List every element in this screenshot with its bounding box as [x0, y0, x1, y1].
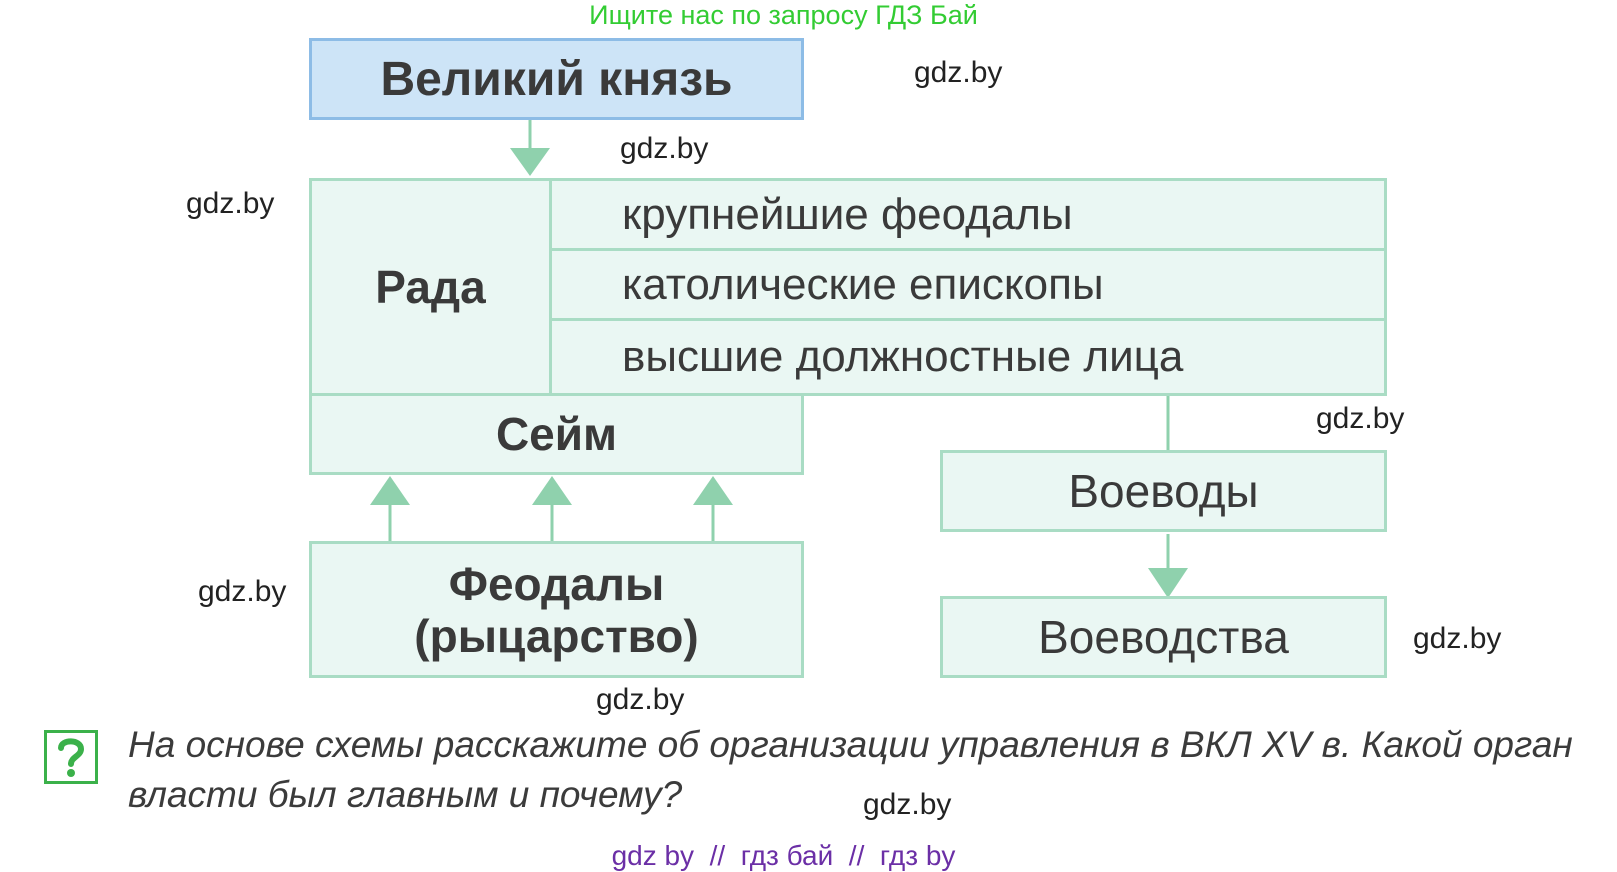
rada-members: крупнейшие феодалы католические епископы… [549, 181, 1384, 393]
watermark: gdz.by [1316, 402, 1405, 435]
grand-prince-box: Великий князь [309, 38, 804, 120]
rada-member-row: католические епископы [552, 251, 1384, 321]
rada-member-label: крупнейшие феодалы [622, 189, 1073, 239]
question-text: На основе схемы расскажите об организаци… [128, 720, 1573, 820]
voivodes-box: Воеводы [940, 450, 1387, 532]
feudals-label: Феодалы [448, 557, 665, 610]
feudals-sublabel: (рыцарство) [414, 609, 699, 662]
question-line: власти был главным и почему? [128, 774, 683, 815]
rada-box: Рада крупнейшие феодалы католические епи… [309, 178, 1387, 396]
watermark: gdz.by [596, 683, 685, 716]
rada-member-label: католические епископы [622, 259, 1104, 309]
search-hint: Ищите нас по запросу ГДЗ Бай [589, 0, 978, 30]
watermark: gdz.by [1413, 622, 1502, 655]
question-line: На основе схемы расскажите об организаци… [128, 724, 1573, 765]
feudals-box: Феодалы (рыцарство) [309, 541, 804, 678]
watermark: gdz.by [914, 56, 1003, 89]
rada-member-row: высшие должностные лица [552, 321, 1384, 393]
rada-label: Рада [375, 261, 486, 313]
voivodes-label: Воеводы [1068, 465, 1259, 517]
watermark: gdz.by [186, 187, 275, 220]
rada-member-label: высшие должностные лица [622, 332, 1184, 381]
sejm-label: Сейм [495, 408, 618, 460]
voivodeships-label: Воеводства [1038, 611, 1289, 663]
grand-prince-label: Великий князь [380, 52, 733, 106]
rada-member-row: крупнейшие феодалы [552, 181, 1384, 251]
watermark: gdz.by [863, 788, 952, 821]
watermark: gdz.by [620, 132, 709, 165]
footer-links[interactable]: gdz by // гдз бай // гдз by [611, 840, 956, 871]
voivodeships-box: Воеводства [940, 596, 1387, 678]
question-mark-icon [44, 730, 98, 784]
watermark: gdz.by [198, 575, 287, 608]
sejm-box: Сейм [309, 393, 804, 475]
